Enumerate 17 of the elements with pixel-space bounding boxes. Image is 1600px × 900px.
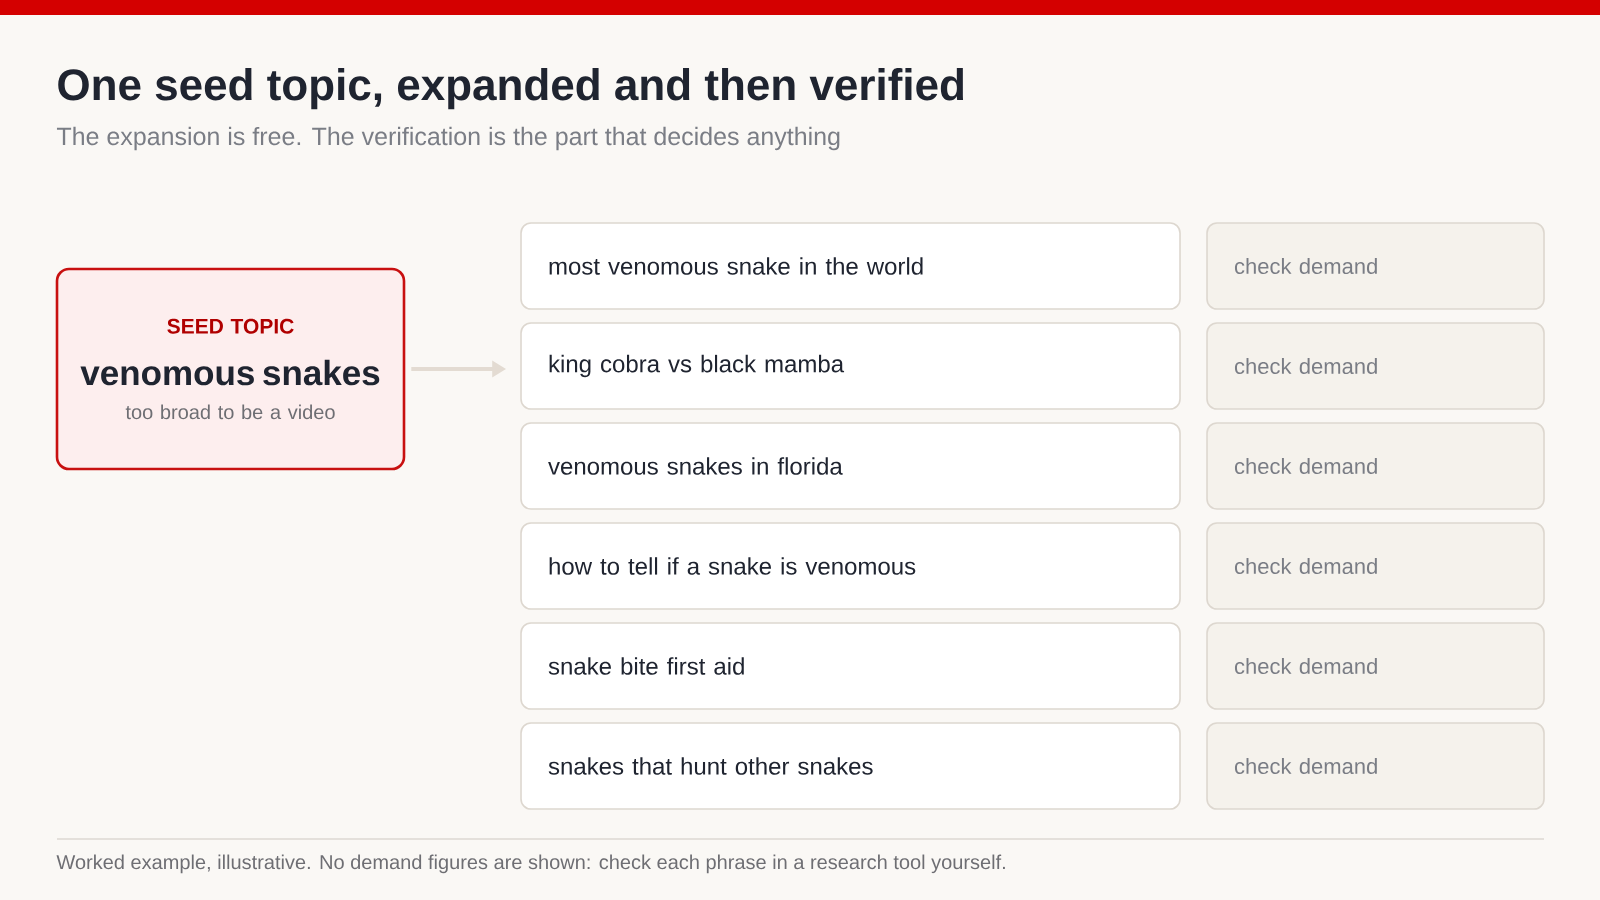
phrase-box: king cobra vs black mamba: [520, 322, 1181, 410]
check-demand-box: check demand: [1206, 322, 1545, 410]
footnote: Worked example, illustrative. No demand figures are shown: check each phrase in a research tool yourself.: [56, 854, 1005, 874]
phrase-box: most venomous snake in the world: [520, 222, 1181, 310]
seed-topic-box: SEED TOPIC venomous snakes too broad to be a video: [55, 267, 406, 471]
check-demand-box: check demand: [1206, 622, 1545, 710]
phrase-box: venomous snakes in florida: [520, 422, 1181, 510]
check-demand-box: check demand: [1206, 522, 1545, 610]
phrase-box: snake bite first aid: [520, 622, 1181, 710]
phrase-box: how to tell if a snake is venomous: [520, 522, 1181, 610]
subtitle: The expansion is free. The verification is the part that decides anything: [56, 126, 840, 151]
phrase-box: snakes that hunt other snakes: [520, 722, 1181, 810]
check-demand-box: check demand: [1206, 722, 1545, 810]
top-bar: [0, 0, 1600, 15]
title: One seed topic, expanded and then verified: [58, 68, 964, 110]
check-demand-box: check demand: [1206, 422, 1545, 510]
check-demand-box: check demand: [1206, 222, 1545, 310]
